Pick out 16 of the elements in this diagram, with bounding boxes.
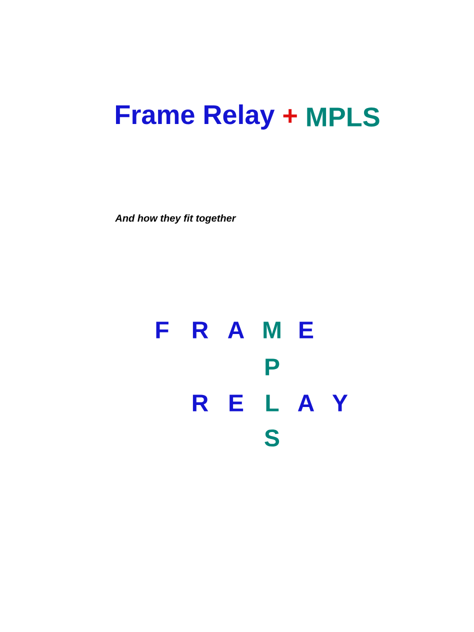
- crossword-letter: P: [266, 358, 280, 376]
- crossword-letter: F: [156, 322, 168, 338]
- crossword-letter: M: [264, 322, 280, 338]
- crossword-letter: E: [230, 394, 244, 412]
- crossword-letter: A: [298, 394, 314, 412]
- crossword-letter: A: [228, 322, 244, 338]
- title-text: MPLS: [307, 107, 380, 127]
- subtitle-text: And how they fit together: [115, 214, 236, 224]
- crossword-letter: S: [264, 430, 280, 446]
- crossword-letter: R: [192, 322, 208, 338]
- title-text: Frame Relay: [116, 104, 275, 130]
- crossword-letter: E: [300, 322, 314, 338]
- crossword-letter: R: [192, 394, 208, 412]
- title-text: +: [283, 109, 297, 123]
- crossword-letter: L: [266, 394, 279, 412]
- crossword-letter: Y: [332, 394, 348, 412]
